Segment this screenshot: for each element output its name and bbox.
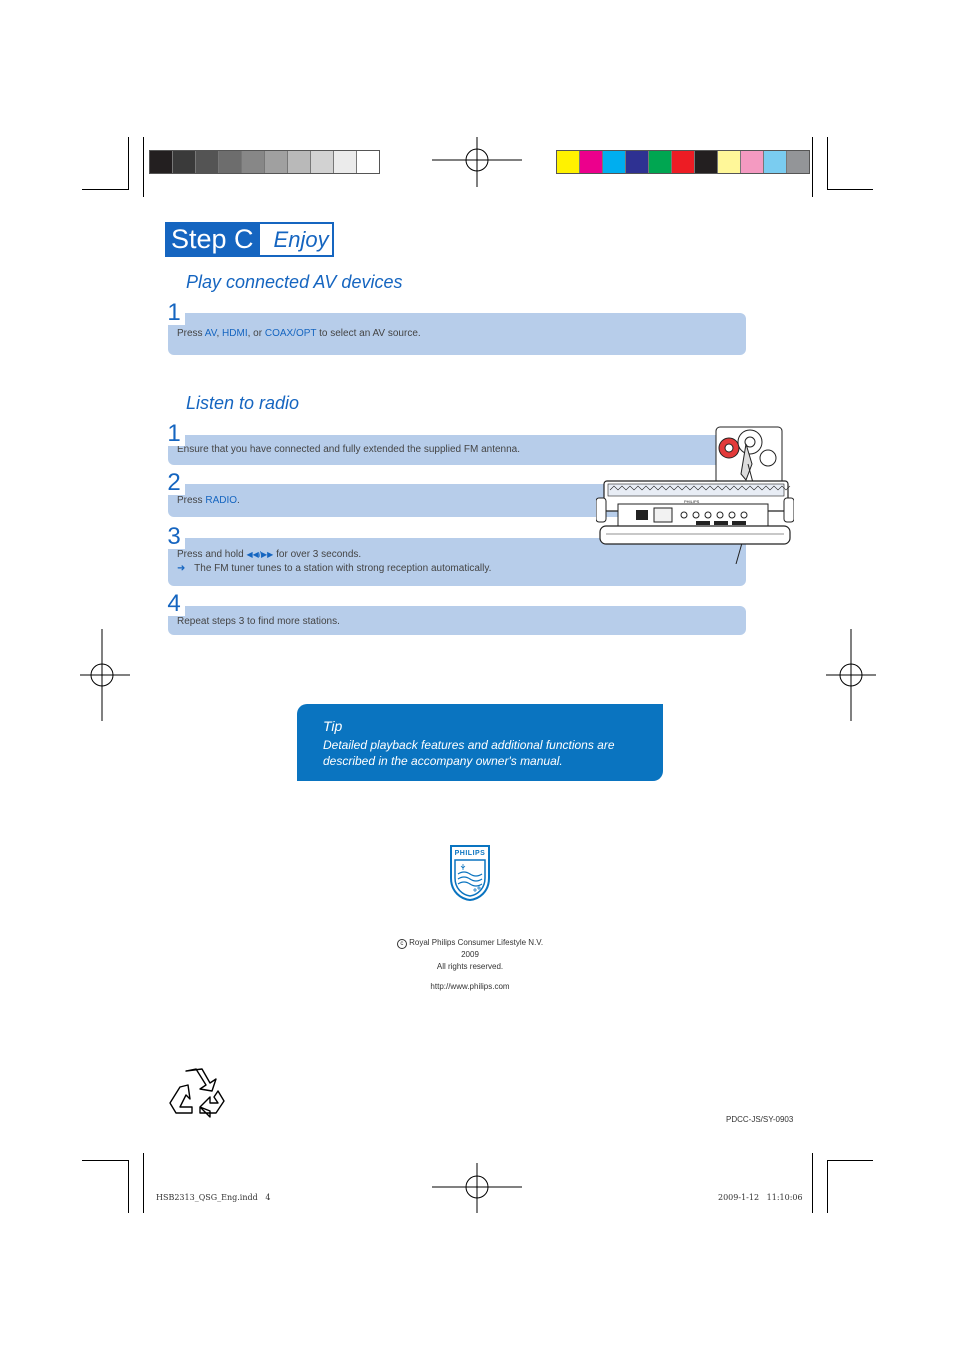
registration-target-icon (826, 629, 876, 721)
website-link[interactable]: http://www.philips.com (430, 982, 510, 991)
grayscale-color-bar (149, 150, 380, 174)
av-step-1-bar: Press AV, HDMI, or COAX/OPT to select an… (168, 313, 746, 355)
philips-wordmark: PHILIPS (454, 850, 486, 857)
radio-step-1-number: 1 (163, 422, 185, 446)
radio-step-4-number: 4 (163, 592, 185, 616)
radio-step-3-result: ➜ The FM tuner tunes to a station with s… (177, 563, 492, 574)
result-arrow-icon: ➜ (177, 563, 186, 574)
radio-step-3-number: 3 (163, 525, 185, 549)
step-label: Step C (165, 222, 260, 257)
radio-step-4-text: Repeat steps 3 to find more stations. (177, 616, 340, 627)
tip-title: Tip (323, 718, 343, 734)
radio-step-3-text: Press and hold ◀◀/▶▶ for over 3 seconds. (177, 549, 362, 560)
copyright-line3: All rights reserved. (436, 962, 504, 971)
philips-shield-icon (450, 845, 490, 902)
radio-step-1-text: Ensure that you have connected and fully… (177, 444, 521, 455)
section-title-av: Play connected AV devices (186, 272, 403, 292)
coax-opt-key: COAX/OPT (264, 328, 317, 339)
av-step-1-number: 1 (163, 301, 185, 325)
copyright-line2: 2009 (461, 950, 479, 959)
section-title-radio: Listen to radio (186, 393, 300, 413)
footer-filename: HSB2313_QSG_Eng.indd 4 (156, 1193, 271, 1202)
registration-target-icon (80, 629, 130, 721)
radio-step-4-bar: Repeat steps 3 to find more stations. (168, 606, 746, 635)
process-color-bar (556, 150, 810, 174)
seek-keys: ◀◀/▶▶ (246, 550, 274, 559)
device-brand-label: PHILIPS (684, 499, 700, 504)
radio-key: RADIO (205, 495, 238, 506)
document-code: PDCC-JS/SY-0903 (726, 1115, 794, 1124)
radio-step-3-bar: Press and hold ◀◀/▶▶ for over 3 seconds.… (168, 538, 746, 586)
tip-text: Detailed playback features and additiona… (323, 738, 615, 768)
footer-datetime: 2009-1-12 11:10:06 (718, 1193, 803, 1202)
tip-box: Tip Detailed playback features and addit… (297, 704, 663, 781)
recycle-icon (169, 1068, 225, 1118)
radio-step-2-number: 2 (163, 471, 185, 495)
copyright-block: c Royal Philips Consumer Lifestyle N.V. … (370, 937, 570, 973)
hdmi-key: HDMI (222, 328, 248, 339)
av-step-1-text: Press AV, HDMI, or COAX/OPT to select an… (177, 328, 421, 339)
copyright-symbol: c (396, 939, 407, 949)
radio-step-1-bar: Ensure that you have connected and fully… (168, 435, 746, 465)
av-key: AV (204, 328, 217, 339)
step-header: Step C Enjoy (165, 222, 334, 257)
copyright-line1: c Royal Philips Consumer Lifestyle N.V. (370, 937, 570, 949)
radio-step-2-text: Press RADIO. (177, 495, 240, 506)
registration-target-icon (432, 1163, 522, 1213)
registration-target-icon (432, 137, 522, 187)
device-rear-panel-illustration (596, 426, 794, 564)
step-title: Enjoy (259, 222, 334, 257)
